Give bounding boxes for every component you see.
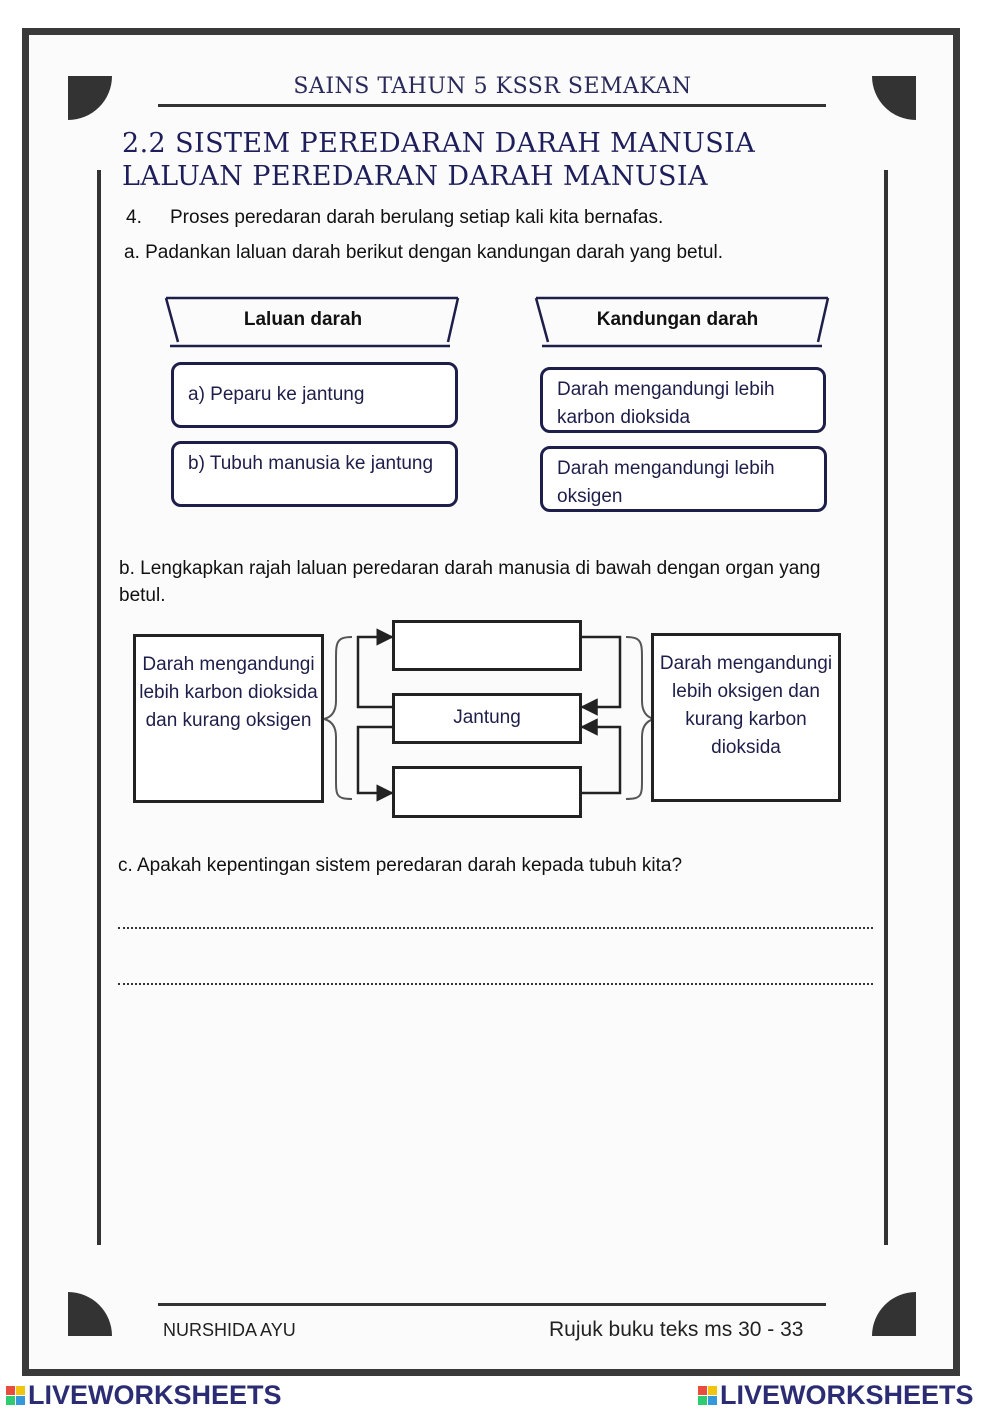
left-column-header: Laluan darah xyxy=(243,309,363,330)
match-right-item-2[interactable]: Darah mengandungi lebih oksigen xyxy=(540,446,827,512)
part-a-instruction: a. Padankan laluan darah berikut dengan … xyxy=(124,242,723,263)
watermark-text: LIVEWORKSHEETS xyxy=(28,1380,282,1410)
header-rule xyxy=(158,104,826,107)
question-text: Proses peredaran darah berulang setiap k… xyxy=(170,207,664,228)
match-left-item-a[interactable]: a) Peparu ke jantung xyxy=(171,362,458,428)
answer-line-2[interactable] xyxy=(118,983,873,985)
oxygenated-blood-box: Darah mengandungi lebih oksigen dan kura… xyxy=(651,633,841,802)
match-left-item-b[interactable]: b) Tubuh manusia ke jantung xyxy=(171,441,458,507)
question-number: 4. xyxy=(126,207,142,228)
liveworksheets-icon xyxy=(698,1386,717,1405)
author-name: NURSHIDA AYU xyxy=(163,1320,296,1340)
watermark-text: LIVEWORKSHEETS xyxy=(720,1380,974,1410)
right-header-frame xyxy=(534,296,830,348)
textbook-reference: Rujuk buku teks ms 30 - 33 xyxy=(549,1318,804,1341)
page-subtitle: LALUAN PEREDARAN DARAH MANUSIA xyxy=(122,161,708,192)
heart-box: Jantung xyxy=(392,693,582,744)
answer-line-1[interactable] xyxy=(118,927,873,929)
part-c-question: c. Apakah kepentingan sistem peredaran d… xyxy=(118,855,683,876)
circulation-diagram xyxy=(323,628,655,802)
organ-blank-bottom[interactable] xyxy=(392,766,582,818)
organ-blank-top[interactable] xyxy=(392,620,582,671)
liveworksheets-icon xyxy=(6,1386,25,1405)
page-title: 2.2 SISTEM PEREDARAN DARAH MANUSIA xyxy=(122,128,756,159)
liveworksheets-logo: LIVEWORKSHEETS xyxy=(6,1380,282,1411)
part-b-instruction: b. Lengkapkan rajah laluan peredaran dar… xyxy=(119,558,821,606)
liveworksheets-logo: LIVEWORKSHEETS xyxy=(698,1380,974,1411)
match-right-item-1[interactable]: Darah mengandungi lebih karbon dioksida xyxy=(540,367,826,433)
footer-rule xyxy=(158,1303,826,1306)
right-border-line xyxy=(884,170,888,1245)
right-column-header: Kandungan darah xyxy=(596,309,759,330)
left-border-line xyxy=(97,170,101,1245)
deoxygenated-blood-box: Darah mengandungi lebih karbon dioksida … xyxy=(133,634,324,803)
left-header-frame xyxy=(164,296,460,348)
worksheet-header: SAINS TAHUN 5 KSSR SEMAKAN xyxy=(293,74,692,99)
